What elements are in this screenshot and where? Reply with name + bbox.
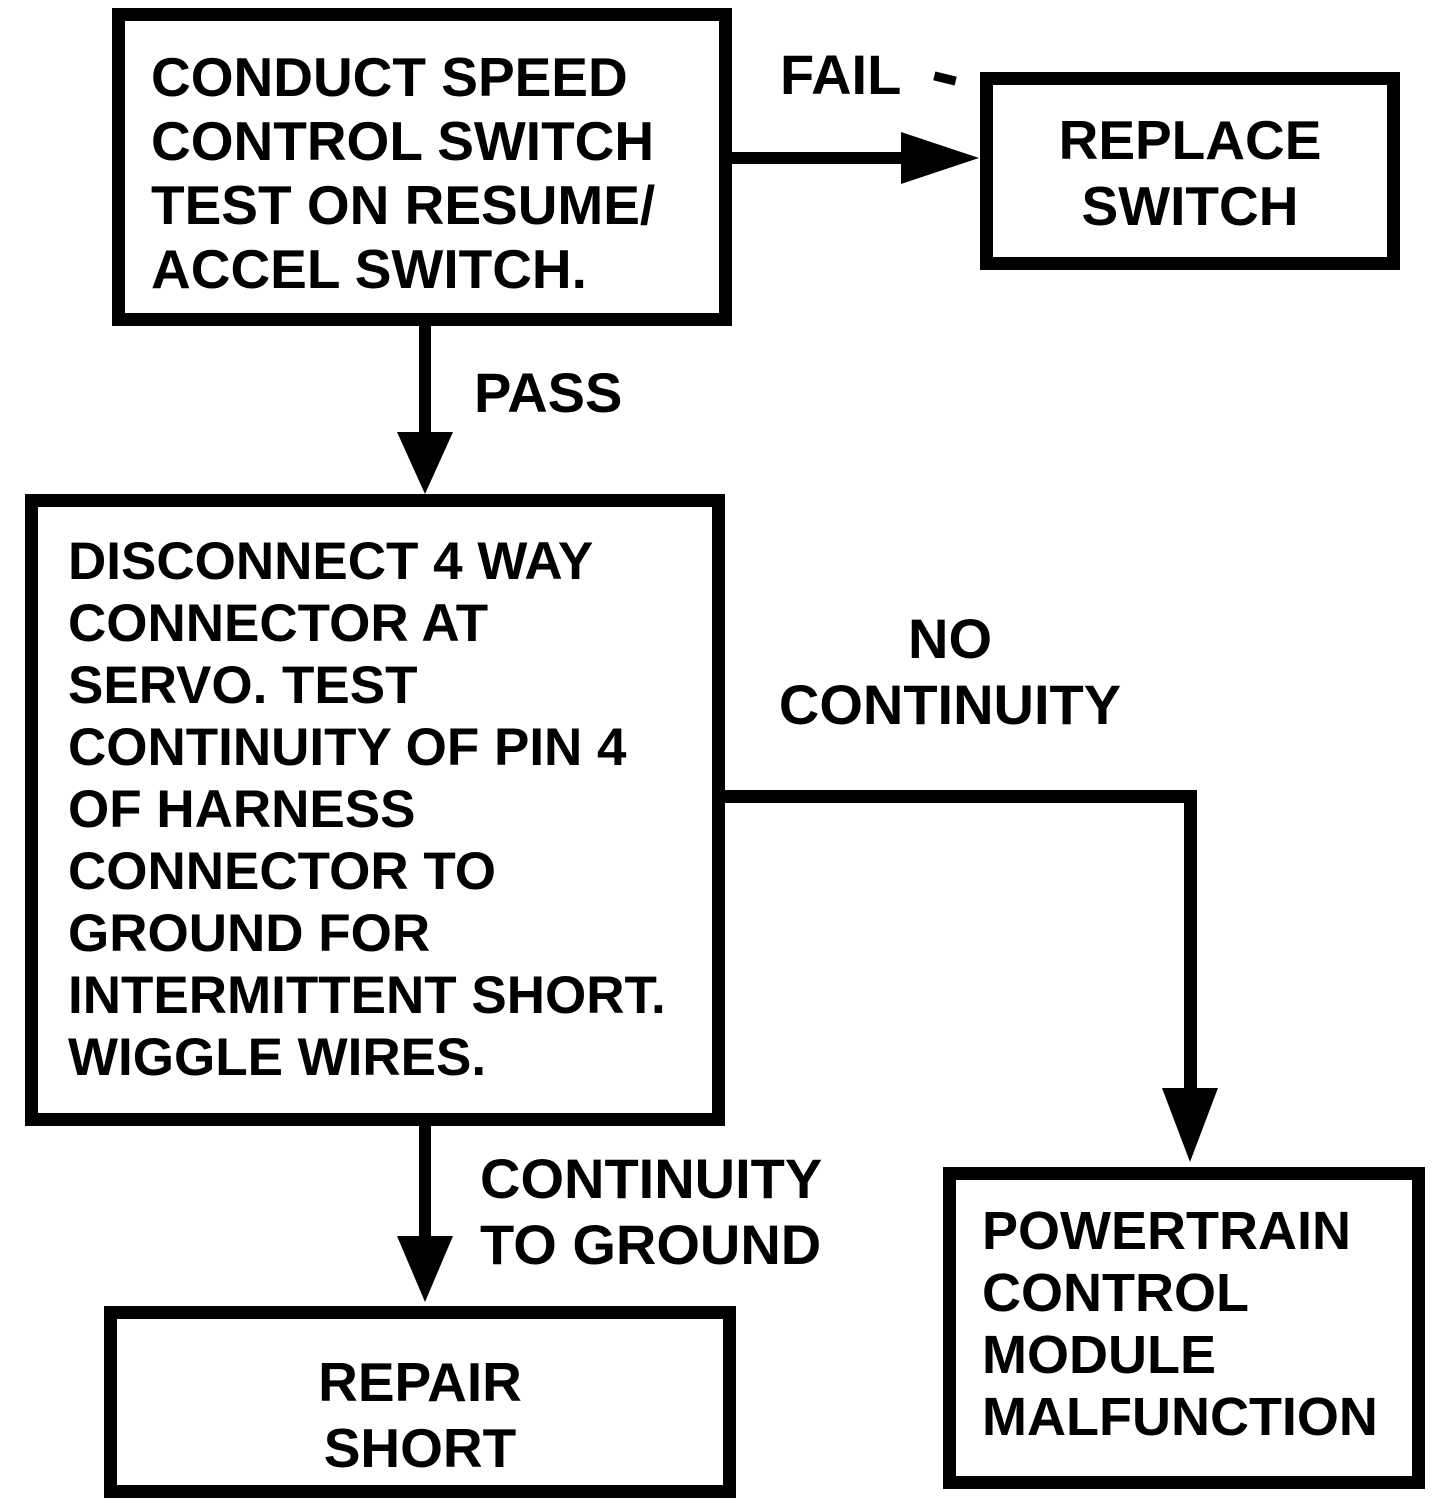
- arrowhead-down-icon: [397, 1236, 453, 1302]
- arrowhead-down-icon: [397, 432, 453, 494]
- arrowhead-right-icon: [901, 132, 979, 184]
- arrowhead-down-icon: [1162, 1088, 1218, 1162]
- edge-label-no-continuity: NO CONTINUITY: [778, 607, 1122, 736]
- edge-label-fail: FAIL: [780, 43, 902, 106]
- connector-no-continuity-vertical-line: [1184, 790, 1197, 1092]
- connector-fail-line: [731, 152, 907, 164]
- flowchart-box-disconnect-4-way-connector: DISCONNECT 4 WAY CONNECTOR AT SERVO. TES…: [25, 494, 725, 1126]
- flowchart-box-repair-short: REPAIR SHORT: [104, 1306, 736, 1498]
- connector-continuity-to-ground-line: [419, 1120, 431, 1238]
- connector-no-continuity-horizontal-line: [713, 790, 1196, 803]
- edge-label-continuity-to-ground: CONTINUITY TO GROUND: [480, 1147, 823, 1276]
- flowchart-box-conduct-speed-control-switch-test: CONDUCT SPEED CONTROL SWITCH TEST ON RES…: [112, 8, 732, 326]
- connector-pass-line: [419, 320, 431, 440]
- flowchart-box-replace-switch: REPLACE SWITCH: [980, 72, 1400, 270]
- stray-ink-mark: [933, 71, 957, 86]
- flowchart-box-powertrain-control-module-malfunction: POWERTRAIN CONTROL MODULE MALFUNCTION: [943, 1167, 1425, 1489]
- edge-label-pass: PASS: [474, 361, 623, 424]
